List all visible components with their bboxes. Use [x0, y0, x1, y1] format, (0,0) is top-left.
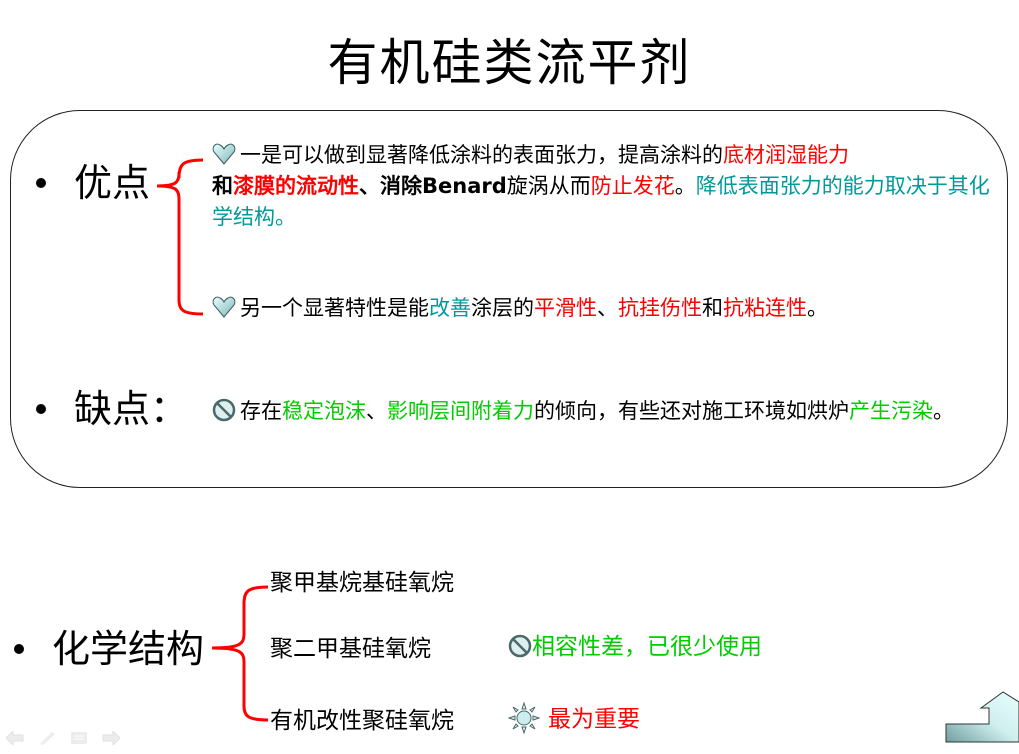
structure-item-1: 聚甲基烷基硅氧烷	[270, 570, 454, 596]
structure-item-3: 有机改性聚硅氧烷	[270, 708, 454, 734]
pros-cons-box	[10, 110, 1008, 488]
previous-arrow-icon[interactable]	[5, 729, 24, 749]
structure-note-3: 最为重要	[508, 702, 640, 736]
next-arrow-icon[interactable]	[102, 729, 121, 749]
sun-icon	[508, 702, 540, 734]
pros-item-1: 一是可以做到显著降低涂料的表面张力，提高涂料的底材润湿能力 和漆膜的流动性、消除…	[212, 143, 990, 229]
pros-bullet: 优点	[36, 160, 150, 206]
structure-label: 化学结构	[52, 627, 205, 671]
structure-item-2: 聚二甲基硅氧烷	[270, 636, 431, 662]
cons-label: 缺点：	[74, 387, 189, 431]
pros-label: 优点	[74, 161, 151, 205]
pen-icon[interactable]	[38, 730, 56, 749]
prohibited-icon	[212, 398, 236, 422]
slide-title: 有机硅类流平剂	[327, 34, 692, 92]
menu-icon[interactable]	[70, 730, 88, 749]
heart-icon	[212, 143, 236, 165]
prohibited-icon	[508, 634, 532, 657]
structure-note-2: 相容性差，已很少使用	[508, 632, 762, 662]
bullet-dot	[36, 403, 46, 414]
cons-text: 存在稳定泡沫、影响层间附着力的倾向，有些还对施工环境如烘炉产生污染。	[212, 396, 972, 427]
structure-bullet: 化学结构	[14, 626, 204, 672]
pros-item-2: 另一个显著特性是能改善涂层的平滑性、抗挂伤性和抗粘连性。	[212, 293, 1002, 324]
cons-bullet: 缺点：	[36, 386, 188, 432]
pros-brace-icon	[156, 158, 204, 316]
bullet-dot	[14, 643, 24, 654]
bullet-dot	[36, 177, 46, 188]
slide-navbar	[5, 729, 121, 749]
structure-brace-icon	[211, 585, 269, 722]
heart-icon	[212, 296, 236, 318]
home-return-icon[interactable]	[945, 690, 1019, 748]
